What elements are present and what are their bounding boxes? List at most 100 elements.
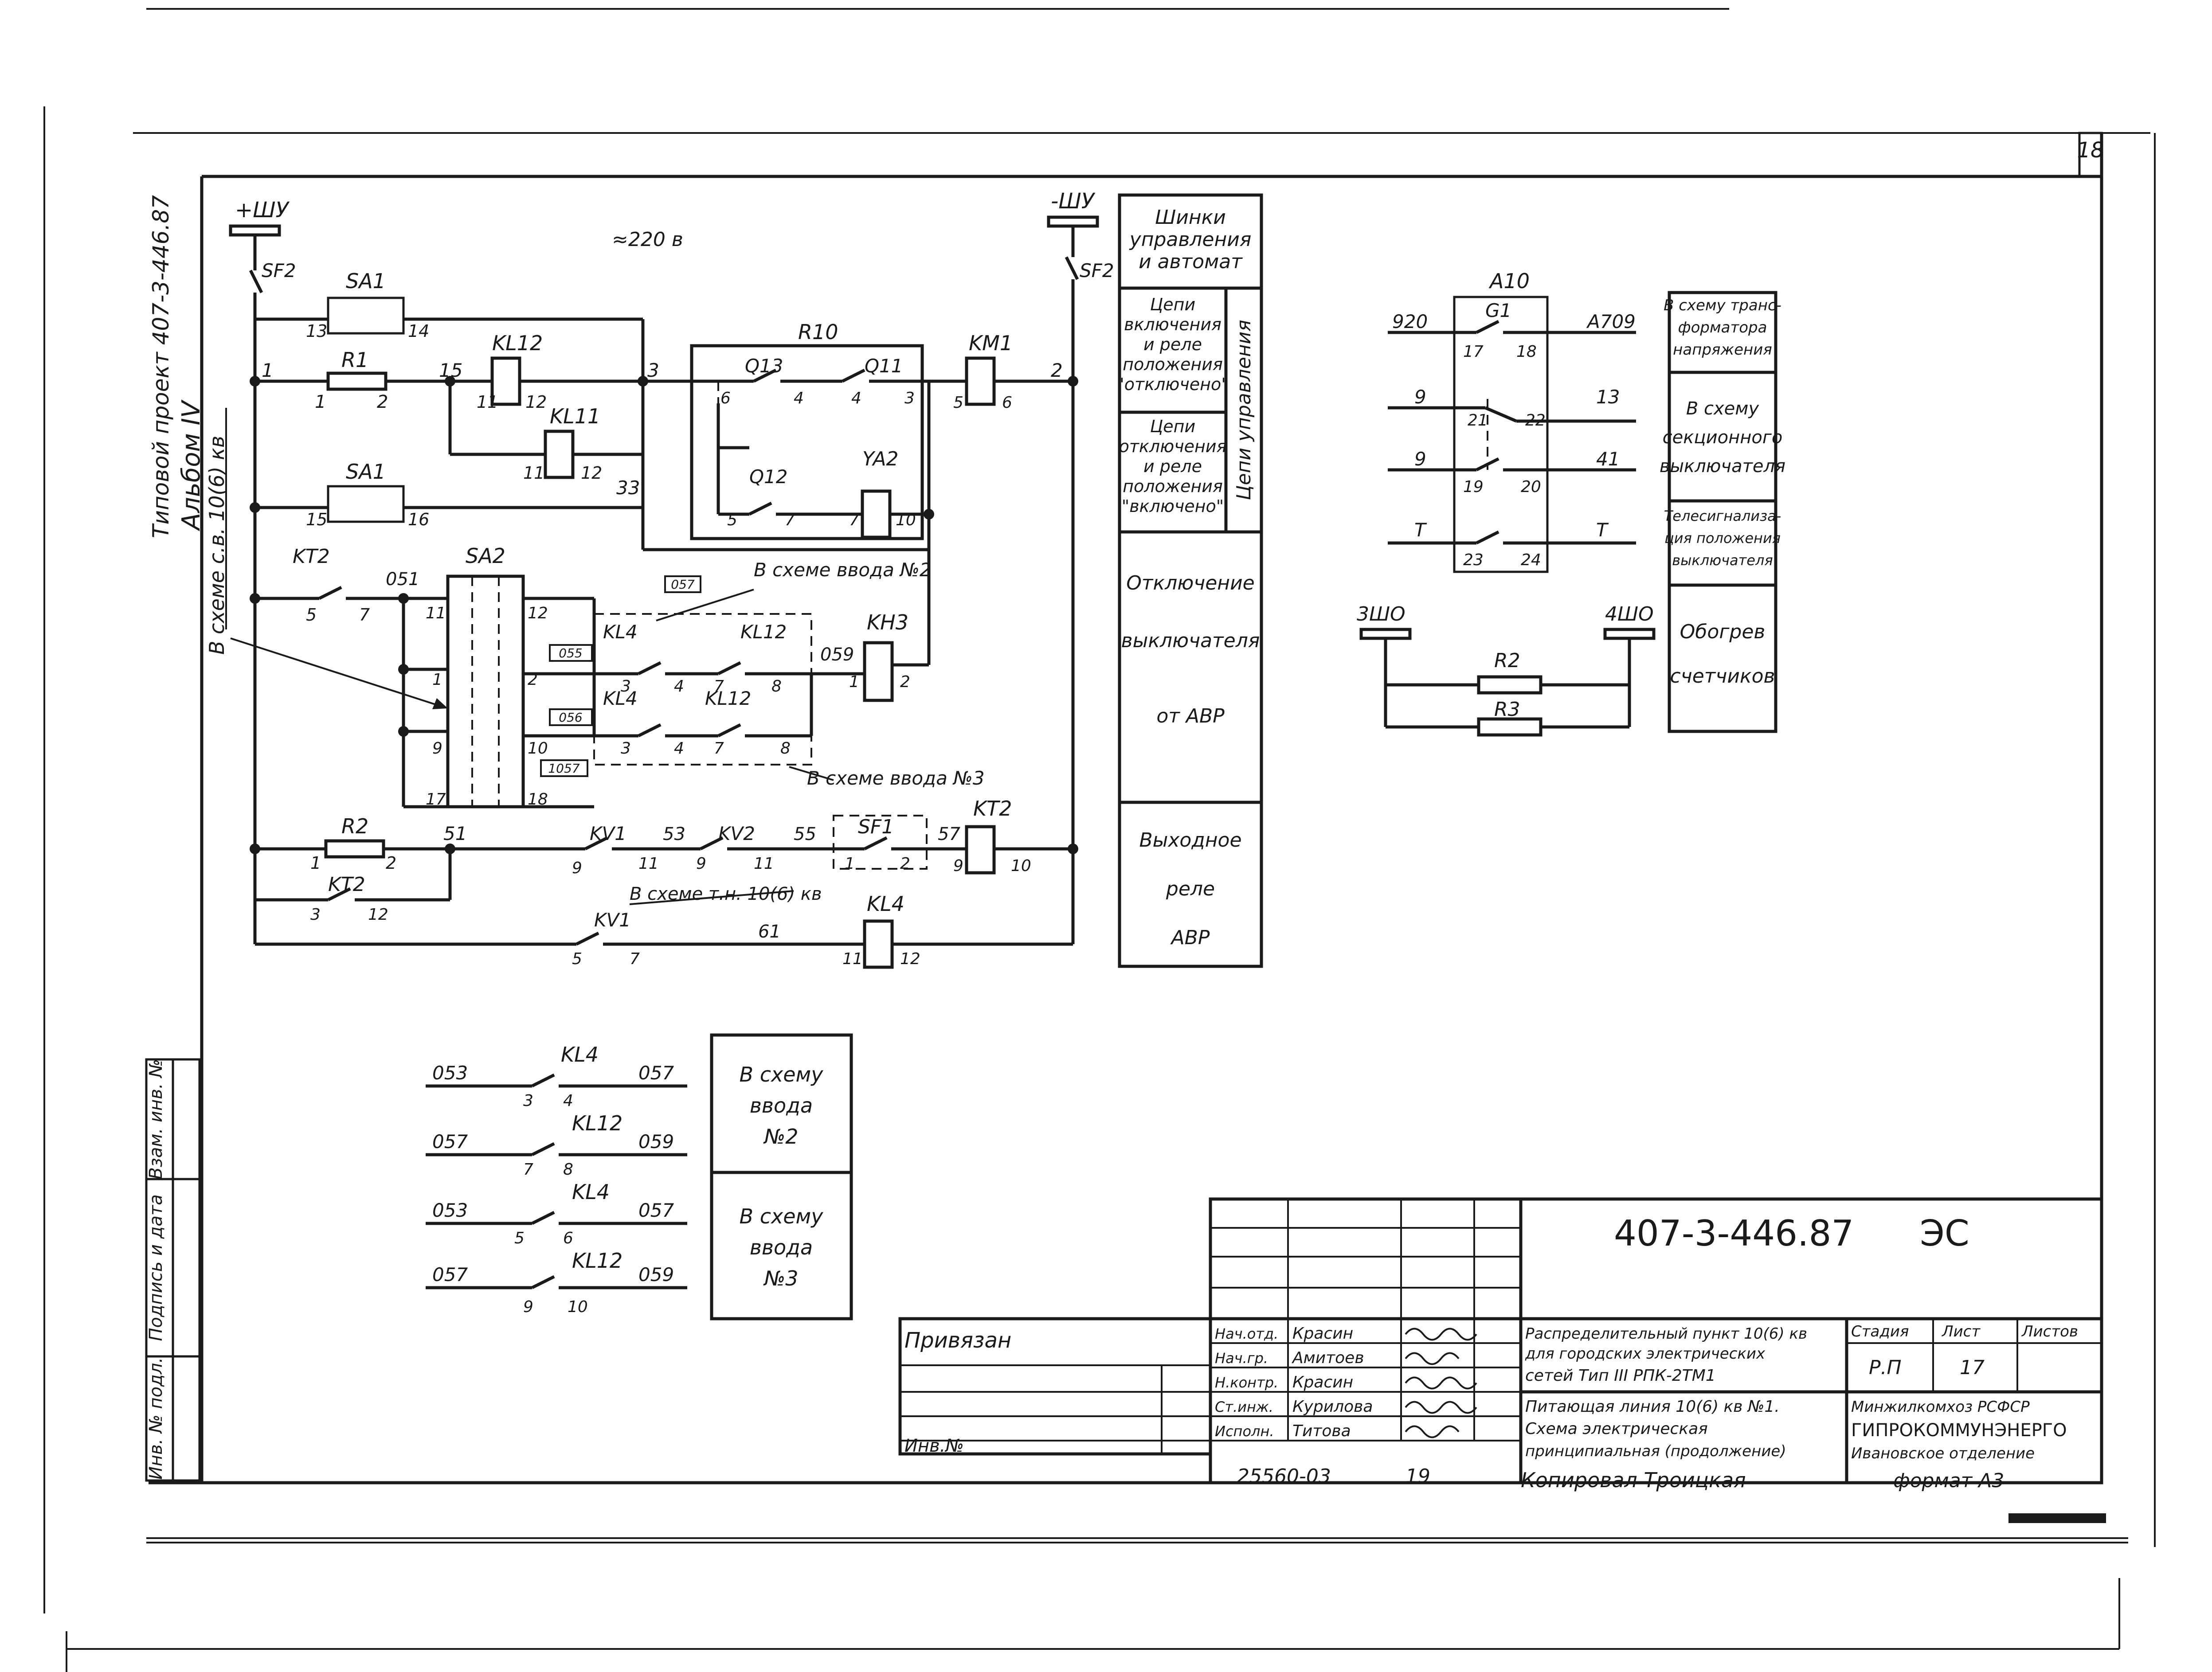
kv1-b-label: KV1 bbox=[594, 909, 631, 931]
lower-row1-b: 4 bbox=[563, 1092, 573, 1110]
sa2-10: 10 bbox=[528, 739, 548, 758]
sa1-top-row bbox=[255, 297, 645, 381]
kt2-a-7: 7 bbox=[359, 605, 370, 625]
a10-row1-b: 18 bbox=[1516, 343, 1537, 361]
right-table bbox=[1668, 291, 1777, 733]
sf1-1: 1 bbox=[845, 855, 855, 873]
kt2-b-3: 3 bbox=[310, 906, 321, 924]
a10-row1-left: 920 bbox=[1392, 311, 1428, 332]
sa1-top-label: SA1 bbox=[346, 269, 386, 293]
a10-r2: R2 bbox=[1494, 649, 1520, 672]
kh3-2: 2 bbox=[900, 673, 910, 691]
note-tn: В схеме т.н. 10(6) кв bbox=[630, 884, 822, 904]
node-61: 61 bbox=[758, 922, 781, 942]
kh3-1: 1 bbox=[849, 673, 859, 691]
kv1-a-9: 9 bbox=[572, 859, 582, 877]
km1-label: KM1 bbox=[969, 331, 1013, 355]
node-2: 2 bbox=[1051, 359, 1063, 381]
inv-label: Инв.№ bbox=[904, 1436, 964, 1456]
kt2-b-12: 12 bbox=[368, 906, 388, 924]
a10-row2-a: 21 bbox=[1468, 411, 1488, 430]
r1-2: 2 bbox=[377, 392, 388, 412]
kt2-a-label: KT2 bbox=[293, 545, 330, 568]
ya2-10: 10 bbox=[896, 511, 916, 529]
kv1-a-label: KV1 bbox=[590, 823, 626, 844]
bus-minus: -ШУ bbox=[1051, 189, 1096, 214]
km1-6: 6 bbox=[1002, 394, 1012, 412]
a10-row4-a: 23 bbox=[1463, 551, 1484, 569]
privyazan-label: Привязан bbox=[904, 1328, 1011, 1353]
kt2-b-label: KT2 bbox=[328, 873, 365, 896]
title-line-2: сетей Тип III РПК-2ТМ1 bbox=[1525, 1367, 1716, 1385]
lower-row1-a: 3 bbox=[523, 1092, 533, 1110]
role-1: Нач.гр. bbox=[1215, 1350, 1268, 1367]
sa2-2: 2 bbox=[528, 671, 538, 689]
node-55: 55 bbox=[794, 824, 816, 844]
format-label: формат А3 bbox=[1893, 1469, 2004, 1492]
tag-1057: 1057 bbox=[548, 761, 579, 776]
org-line-0: Минжилкомхоз РСФСР bbox=[1851, 1398, 2030, 1416]
kv1-b-5: 5 bbox=[572, 950, 582, 968]
lower-row4-a: 9 bbox=[523, 1298, 533, 1316]
sheet-number: 18 bbox=[2077, 138, 2104, 163]
a10-row4-right: T bbox=[1596, 519, 1609, 541]
lower-row4-left: 057 bbox=[432, 1264, 468, 1285]
kl11-label: KL11 bbox=[550, 404, 600, 428]
sa2-11: 11 bbox=[426, 604, 446, 622]
kl12-top-11: 11 bbox=[477, 392, 498, 412]
side-table bbox=[1118, 193, 1263, 968]
desc-line-1: Схема электрическая bbox=[1525, 1420, 1708, 1438]
r1-label: R1 bbox=[341, 348, 368, 372]
kh3-label: KH3 bbox=[867, 610, 908, 634]
tag-056: 056 bbox=[559, 710, 582, 725]
org-line-2: Ивановское отделение bbox=[1851, 1445, 2035, 1462]
node-1: 1 bbox=[262, 359, 274, 381]
node-57: 57 bbox=[938, 824, 960, 844]
kl4-b-4: 4 bbox=[674, 739, 684, 758]
role-2: Н.контр. bbox=[1215, 1374, 1278, 1391]
stamp-inv: Инв. № подл. bbox=[146, 1357, 166, 1480]
desc-line-0: Питающая линия 10(6) кв №1. bbox=[1525, 1398, 1780, 1416]
a10-row3-a: 19 bbox=[1463, 478, 1484, 496]
kl4-coil-11: 11 bbox=[842, 950, 863, 968]
lower-row3-right: 057 bbox=[638, 1199, 674, 1221]
name-0: Красин bbox=[1292, 1324, 1353, 1343]
sa2-1: 1 bbox=[432, 671, 442, 689]
sf2-right: SF2 bbox=[1080, 260, 1114, 281]
stage-value: Р.П bbox=[1869, 1356, 1902, 1379]
kl12-a-7: 7 bbox=[714, 677, 724, 695]
lower-row3-left: 053 bbox=[432, 1199, 468, 1221]
lower-row3-a: 5 bbox=[514, 1229, 525, 1247]
role-3: Ст.инж. bbox=[1215, 1399, 1273, 1415]
node-33: 33 bbox=[616, 477, 640, 499]
doc-code: 407-3-446.87 bbox=[1614, 1213, 1854, 1254]
lower-row4-right: 059 bbox=[638, 1264, 674, 1285]
a10-row2-left: 9 bbox=[1414, 386, 1426, 408]
a10-row2-right: 13 bbox=[1596, 386, 1620, 408]
node-051: 051 bbox=[386, 569, 419, 590]
lower-row2-b: 8 bbox=[563, 1160, 573, 1179]
bus-plus: +ШУ bbox=[235, 198, 290, 223]
main-rails bbox=[229, 215, 1099, 944]
kt2-coil-label: KT2 bbox=[973, 797, 1012, 820]
ya2-label: YA2 bbox=[862, 448, 899, 470]
kl12-a-8: 8 bbox=[771, 677, 782, 695]
r2-1: 1 bbox=[310, 853, 321, 873]
r2-label: R2 bbox=[341, 814, 368, 838]
lower-row2-right: 059 bbox=[638, 1131, 674, 1152]
a10-row3-right: 41 bbox=[1596, 448, 1620, 470]
a10-row3-left: 9 bbox=[1414, 448, 1426, 470]
tag-057: 057 bbox=[671, 577, 695, 592]
left-stamp bbox=[145, 1058, 201, 1482]
project-code-rotated: Типовой проект 407-3-446.87 bbox=[148, 195, 174, 538]
kt2-a-5: 5 bbox=[306, 605, 317, 625]
a10-row2-b: 22 bbox=[1525, 411, 1546, 430]
kl12-top-label: KL12 bbox=[492, 331, 543, 355]
kl4-b-label: KL4 bbox=[603, 688, 638, 709]
node-53: 53 bbox=[663, 824, 685, 844]
sa2-18: 18 bbox=[528, 790, 548, 809]
